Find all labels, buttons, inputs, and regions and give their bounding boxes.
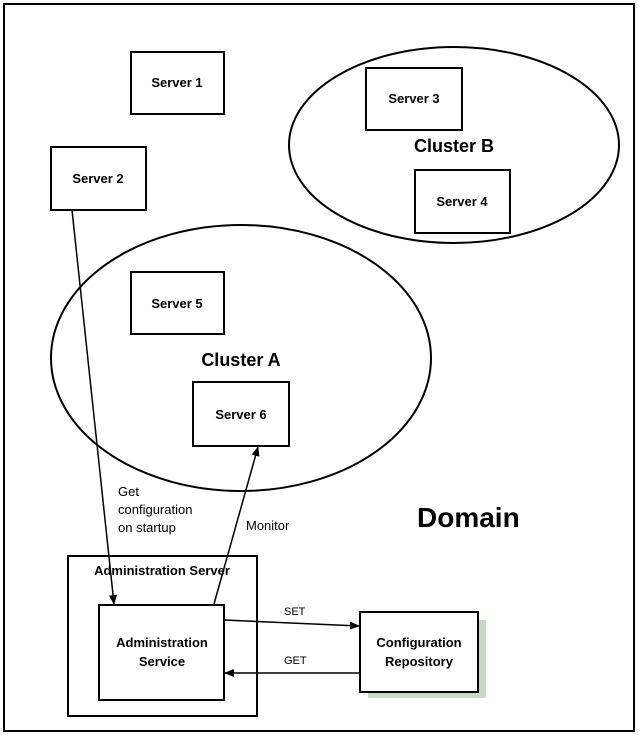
server-3-label: Server 3 [388,91,439,106]
startup-arrow [71,209,118,605]
server-1: Server 1 [130,51,225,115]
server-4-label: Server 4 [436,194,488,209]
server-6-label: Server 6 [215,407,266,422]
cluster-a-label: Cluster A [201,350,280,370]
startup-note-line3: on startup [118,520,176,535]
administration-service: Administration Service [98,604,225,701]
admin-service-line1: Administration [116,635,208,650]
startup-note-line1: Get [118,484,139,499]
set-label: SET [284,606,306,618]
domain-label: Domain [417,502,520,533]
monitor-arrow [213,446,260,605]
configuration-repository: Configuration Repository [359,611,486,698]
server-6: Server 6 [192,381,290,447]
server-3: Server 3 [365,67,463,131]
server-2-label: Server 2 [72,171,123,186]
config-repo-line2: Repository [385,654,454,669]
get-label: GET [284,655,307,667]
startup-note-line2: configuration [118,502,192,517]
set-arrow [223,619,360,630]
server-5-label: Server 5 [151,296,202,311]
config-repo-line1: Configuration [376,635,461,650]
monitor-label: Monitor [246,518,290,533]
server-4: Server 4 [414,169,511,234]
cluster-b-label: Cluster B [414,136,494,156]
server-2: Server 2 [50,146,147,211]
server-5: Server 5 [130,271,225,335]
admin-service-line2: Service [139,654,185,669]
server-1-label: Server 1 [151,75,202,90]
admin-server-title: Administration Server [94,563,230,578]
